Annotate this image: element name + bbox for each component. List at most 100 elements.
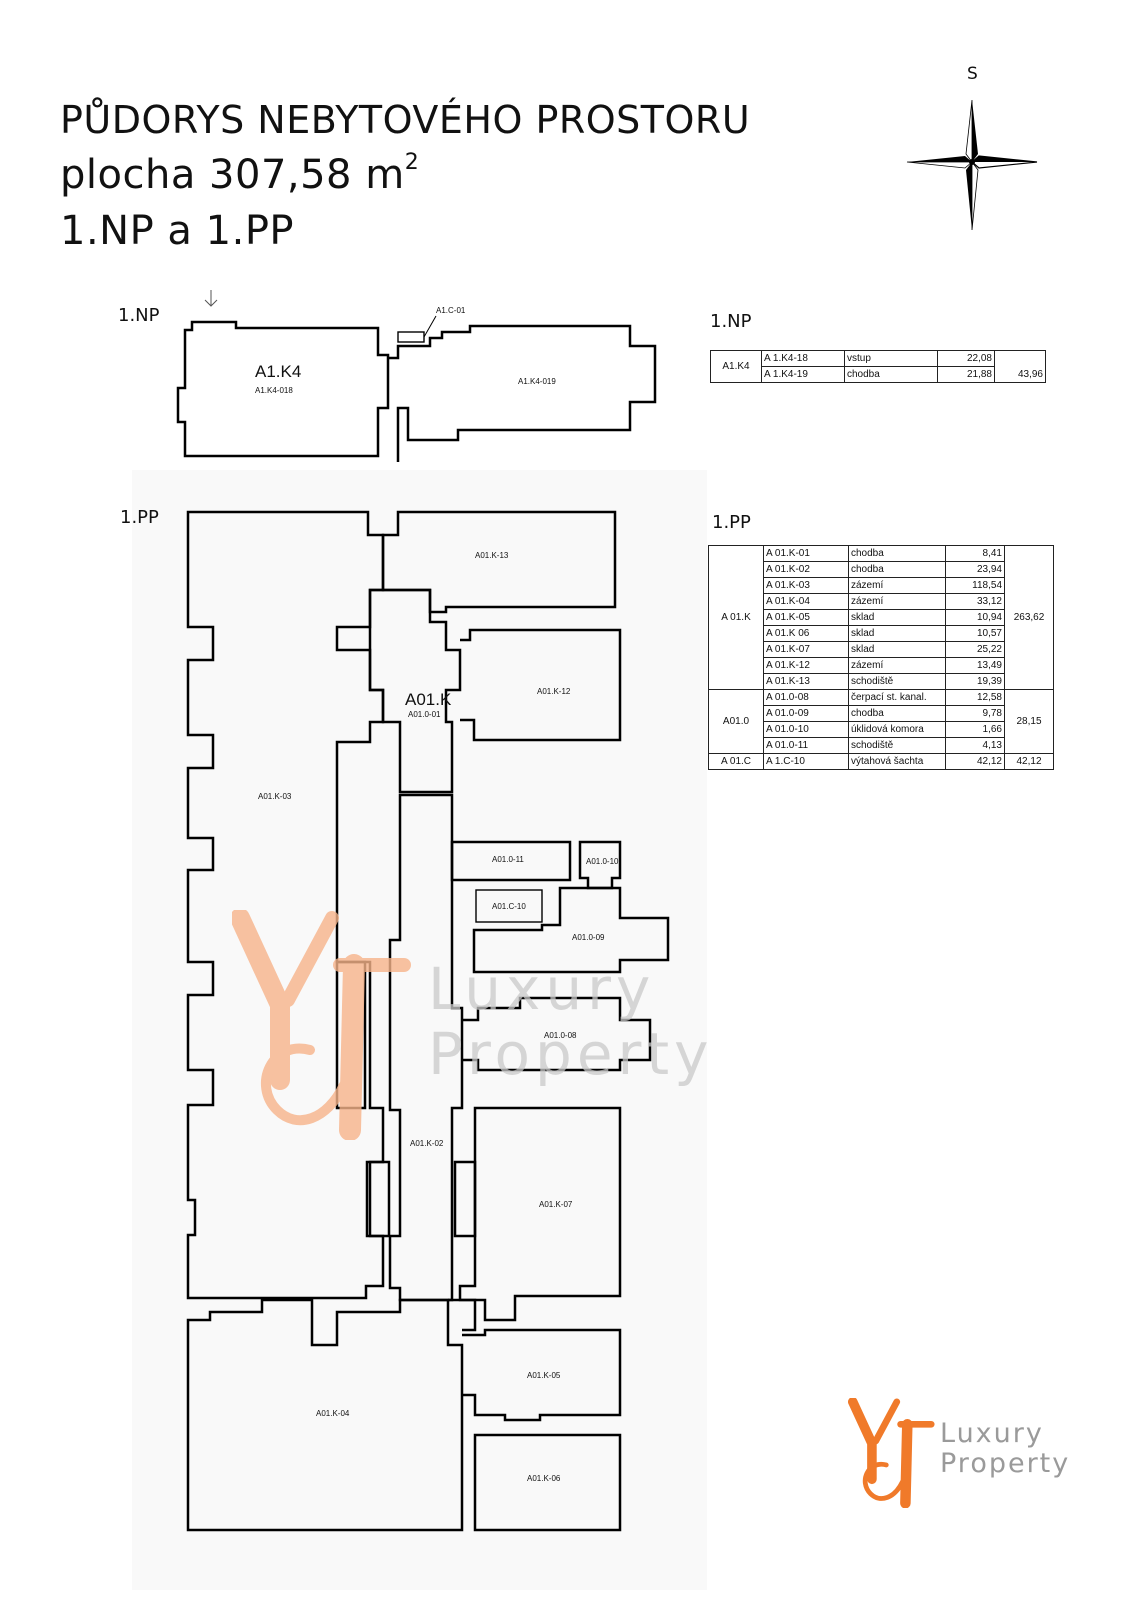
- table-area-cell: 19,39: [945, 673, 1005, 690]
- table-code-cell: A 01.K-03: [763, 577, 849, 594]
- watermark-text-line1: Luxury: [428, 955, 656, 1023]
- pp-room-k13-label: A01.K-13: [475, 551, 509, 560]
- np-room-k4019-outline: [388, 324, 657, 462]
- pp-niche-right: [453, 1160, 477, 1238]
- table-code-cell: A 01.K-12: [763, 657, 849, 674]
- np-room-a1k4-label: A1.K4: [255, 362, 301, 381]
- table-name-cell: schodiště: [848, 737, 946, 754]
- table-area-cell: 13,49: [945, 657, 1005, 674]
- pp-room-k12-label: A01.K-12: [537, 687, 571, 696]
- table-group-cell: A 01.C: [708, 753, 764, 770]
- area-text: plocha 307,58 m: [60, 152, 405, 198]
- table-area-cell: 33,12: [945, 593, 1005, 610]
- table-name-cell: zázemí: [848, 657, 946, 674]
- table-area-cell: 8,41: [945, 545, 1005, 562]
- table-area-cell: 10,57: [945, 625, 1005, 642]
- table-total-cell: 263,62: [1004, 545, 1054, 690]
- table-code-cell: A 01.K-02: [763, 561, 849, 578]
- table-name-cell: chodba: [848, 561, 946, 578]
- table-total-cell: 43,96: [994, 350, 1046, 383]
- np-c01-leader: [423, 315, 437, 338]
- table-code-cell: A 01.K-04: [763, 593, 849, 610]
- table-name-cell: úklidová komora: [848, 721, 946, 738]
- table-total-cell: 28,15: [1004, 689, 1054, 754]
- floors-heading: 1.NP a 1.PP: [60, 208, 295, 254]
- np-lift-shaft: [397, 331, 425, 343]
- pp-room-a01k-outline: [368, 588, 462, 794]
- table-code-cell: A 1.K4-18: [761, 350, 845, 367]
- np-table-label: 1.NP: [710, 311, 752, 332]
- table-name-cell: sklad: [848, 625, 946, 642]
- np-entrance-arrow: [204, 290, 218, 307]
- np-room-k4018-label: A1.K4-018: [255, 386, 293, 395]
- pp-table-label: 1.PP: [712, 512, 751, 533]
- area-heading: plocha 307,58 m2: [60, 150, 420, 198]
- table-name-cell: čerpací st. kanal.: [848, 689, 946, 706]
- pp-room-c10-outline: [475, 889, 543, 923]
- table-name-cell: chodba: [848, 545, 946, 562]
- brand-text-line1: Luxury: [940, 1418, 1044, 1449]
- table-name-cell: chodba: [848, 705, 946, 722]
- pp-room-o11-label: A01.0-11: [492, 855, 524, 864]
- np-area-table: A1.K4 A 1.K4-18 vstup 22,08 43,96 A 1.K4…: [710, 350, 1046, 383]
- np-plan-label: 1.NP: [118, 305, 160, 326]
- table-name-cell: chodba: [844, 366, 938, 383]
- table-name-cell: zázemí: [848, 577, 946, 594]
- table-name-cell: sklad: [848, 609, 946, 626]
- pp-room-c10-label: A01.C-10: [492, 902, 526, 911]
- table-area-cell: 118,54: [945, 577, 1005, 594]
- table-area-cell: 23,94: [945, 561, 1005, 578]
- table-area-cell: 25,22: [945, 641, 1005, 658]
- pp-niche-lower: [365, 1160, 391, 1238]
- table-code-cell: A 01.K-05: [763, 609, 849, 626]
- compass-rose-icon: [906, 99, 1038, 231]
- table-area-cell: 4,13: [945, 737, 1005, 754]
- table-code-cell: A 01.K-07: [763, 641, 849, 658]
- np-room-k4019-label: A1.K4-019: [518, 377, 556, 386]
- pp-room-k06-label: A01.K-06: [527, 1474, 561, 1483]
- pp-room-k04-label: A01.K-04: [316, 1409, 350, 1418]
- table-area-cell: 12,58: [945, 689, 1005, 706]
- table-row: A 1.K4-19 chodba 21,88: [711, 366, 1046, 383]
- table-area-cell: 1,66: [945, 721, 1005, 738]
- table-code-cell: A 01.0-10: [763, 721, 849, 738]
- table-code-cell: A 01.0-08: [763, 689, 849, 706]
- pp-room-k07-outline: [458, 1106, 622, 1322]
- pp-room-o08-label: A01.0-08: [544, 1031, 577, 1040]
- table-code-cell: A 1.K4-19: [761, 366, 845, 383]
- watermark-logo: [232, 910, 411, 1140]
- table-code-cell: A 01.K 06: [763, 625, 849, 642]
- pp-room-o08-outline: [462, 996, 652, 1072]
- brand-logo-icon: [848, 1398, 935, 1508]
- table-name-cell: výtahová šachta: [848, 753, 946, 770]
- table-code-cell: A 01.K-13: [763, 673, 849, 690]
- pp-room-a01k-label: A01.K: [405, 690, 452, 709]
- pp-link-outline: [448, 1298, 477, 1332]
- table-code-cell: A 1.C-10: [763, 753, 849, 770]
- table-name-cell: schodiště: [848, 673, 946, 690]
- table-name-cell: zázemí: [848, 593, 946, 610]
- watermark-text-line2: Property: [428, 1020, 714, 1088]
- np-room-c01-label: A1.C-01: [436, 306, 466, 315]
- pp-room-k04-outline: [186, 1298, 464, 1532]
- pp-room-k02-label: A01.K-02: [410, 1139, 444, 1148]
- pp-room-k02-outline: [388, 793, 464, 1302]
- table-group-cell: A1.K4: [710, 350, 762, 383]
- pp-room-o09-outline: [472, 886, 670, 974]
- area-superscript: 2: [404, 150, 420, 175]
- pp-room-k03-label: A01.K-03: [258, 792, 292, 801]
- pp-room-k07-label: A01.K-07: [539, 1200, 573, 1209]
- pp-room-o10-label: A01.0-10: [586, 857, 619, 866]
- pp-room-k05-outline: [462, 1328, 622, 1422]
- table-code-cell: A 01.0-09: [763, 705, 849, 722]
- brand-text-line2: Property: [940, 1448, 1071, 1479]
